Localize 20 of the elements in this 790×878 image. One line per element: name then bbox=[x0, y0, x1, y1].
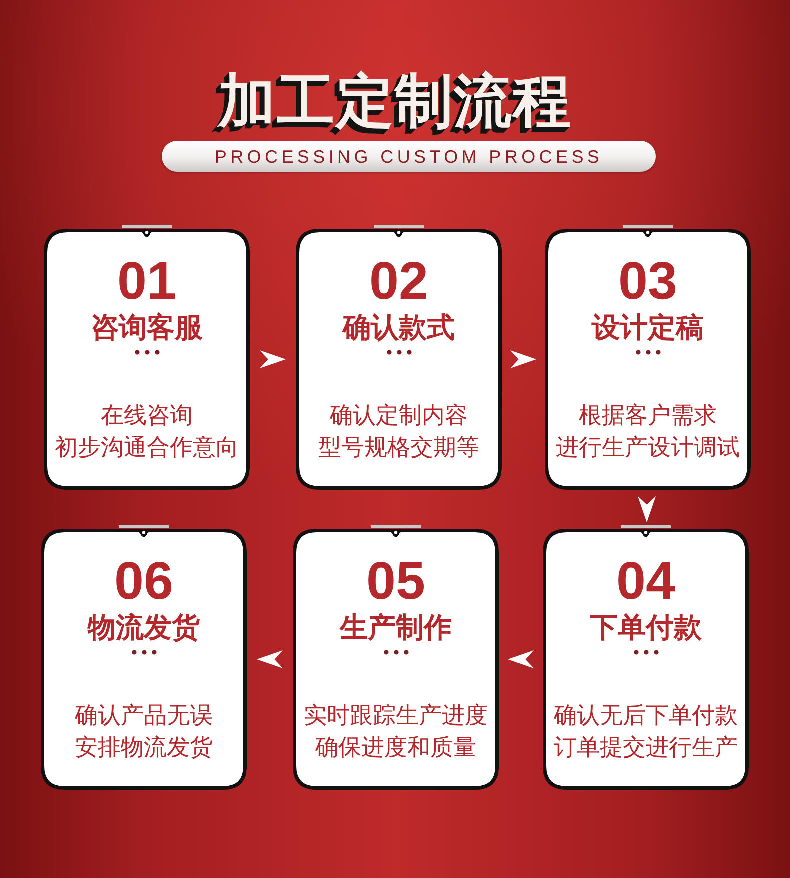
step-description: 实时跟踪生产进度确保进度和质量 bbox=[304, 702, 488, 763]
title: 加工定制流程 bbox=[218, 70, 572, 132]
step-number: 03 bbox=[618, 255, 678, 308]
step-number: 02 bbox=[370, 255, 428, 308]
step-number: 06 bbox=[114, 555, 174, 608]
subtitle-banner: PROCESSING CUSTOM PROCESS bbox=[162, 141, 656, 172]
step-description: 确认定制内容型号规格交期等 bbox=[318, 402, 480, 463]
step-title: 物流发货 bbox=[88, 613, 200, 643]
step-number: 01 bbox=[118, 255, 176, 308]
step-title: 确认款式 bbox=[343, 313, 455, 343]
step-description: 根据客户需求进行生产设计调试 bbox=[556, 402, 740, 463]
step-description: 在线咨询初步沟通合作意向 bbox=[55, 402, 239, 463]
step-number: 04 bbox=[616, 555, 676, 608]
step-title: 设计定稿 bbox=[592, 313, 704, 343]
step-title: 生产制作 bbox=[340, 613, 452, 643]
step-number: 05 bbox=[366, 555, 426, 608]
step-description: 确认产品无误安排物流发货 bbox=[75, 702, 213, 763]
step-description: 确认无后下单付款订单提交进行生产 bbox=[554, 702, 738, 763]
step-title: 咨询客服 bbox=[91, 313, 203, 343]
step-title: 下单付款 bbox=[590, 613, 702, 643]
